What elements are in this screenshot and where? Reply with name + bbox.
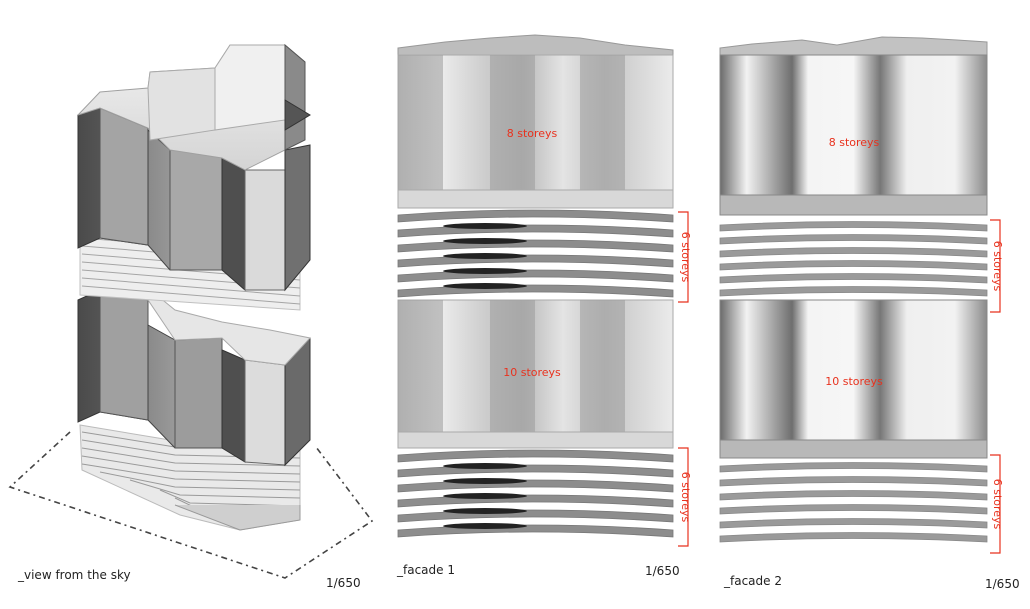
facade-2-upper-block-label: 8 storeys: [829, 136, 880, 149]
facade-1-upper-floors: [397, 209, 674, 298]
facade-2-caption: _facade 2: [724, 574, 782, 588]
facade-2-upper-floors: [719, 221, 988, 297]
lower-floor-slabs: [79, 424, 301, 531]
upper-tower-block: [77, 43, 311, 292]
facade-2-upper-floors-label: 6 storeys: [991, 241, 1004, 292]
facade-1-upper-bracket: [678, 211, 689, 303]
sky-view-drawing: [8, 43, 374, 579]
facade-2-lower-floors: [719, 462, 988, 543]
facade-2-upper-block: [719, 36, 988, 216]
facade-1-lower-block-label: 10 storeys: [503, 366, 561, 379]
facade-1-lower-block: [397, 299, 674, 449]
facade-1-drawing: 8 storeys 10 storeys 6 storeys 6 storeys: [397, 34, 692, 547]
facade-2-lower-block: [719, 299, 988, 459]
lower-tower-block: [77, 287, 311, 467]
facade-2-lower-bracket: [990, 454, 1001, 554]
facade-2-scale: 1/650: [985, 577, 1020, 591]
facade-2-lower-floors-label: 6 storeys: [991, 479, 1004, 530]
facade-1-lower-floors: [397, 449, 674, 538]
facade-2-lower-block-label: 10 storeys: [825, 375, 883, 388]
sky-view-caption: _view from the sky: [18, 568, 131, 582]
sky-view-scale: 1/650: [326, 576, 361, 590]
site-outline: [8, 431, 374, 579]
facade-2-drawing: 8 storeys 10 storeys 6 storeys 6 storeys: [719, 36, 1004, 554]
facade-1-upper-floors-label: 6 storeys: [679, 232, 692, 283]
facade-1-upper-block-label: 8 storeys: [507, 127, 558, 140]
facade-1-lower-bracket: [678, 447, 689, 547]
facade-1-upper-block: [397, 34, 674, 209]
facade-1-lower-floors-label: 6 storeys: [679, 472, 692, 523]
facade-1-caption: _facade 1: [397, 563, 455, 577]
facade-2-upper-bracket: [990, 219, 1001, 313]
facade-1-scale: 1/650: [645, 564, 680, 578]
